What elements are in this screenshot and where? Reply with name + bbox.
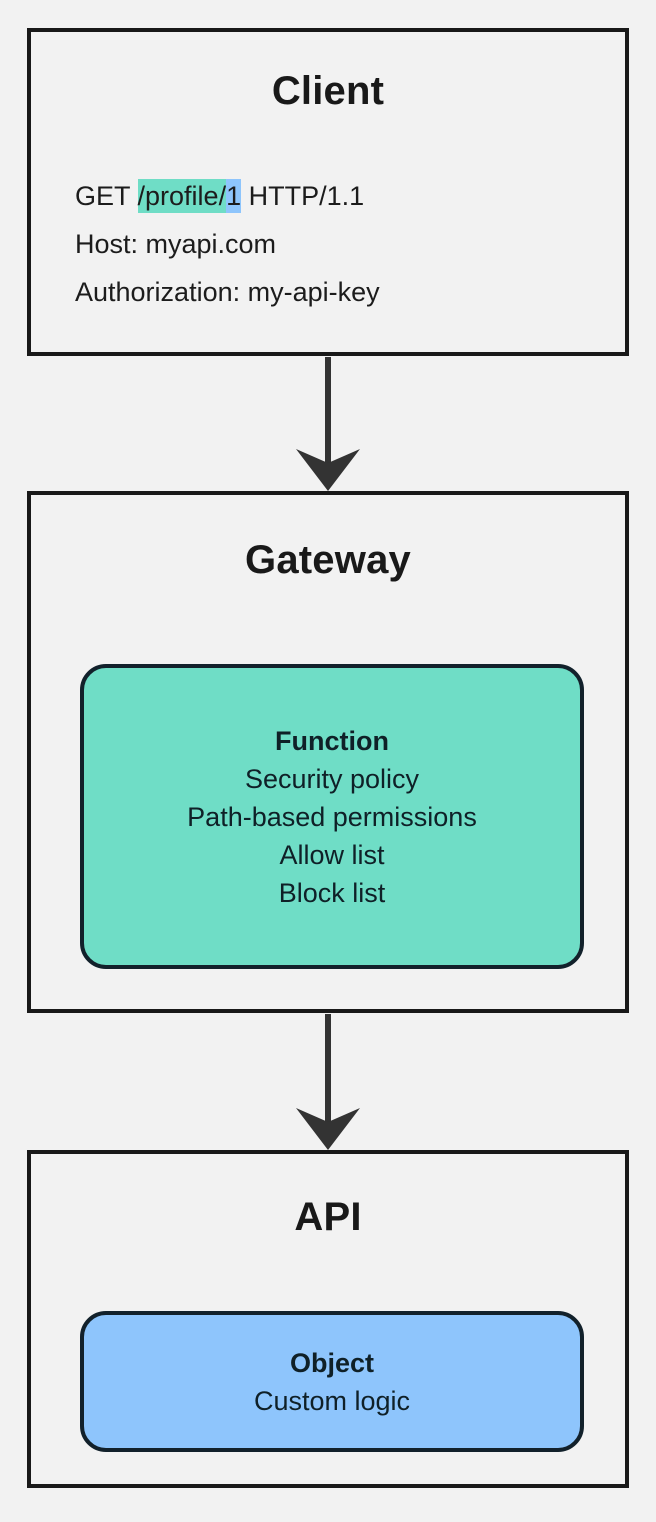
http-protocol: HTTP/1.1	[241, 181, 365, 211]
function-line-allow-list: Allow list	[279, 839, 385, 870]
request-line-start: GET /profile/1 HTTP/1.1	[75, 172, 380, 220]
request-path-id-highlight: 1	[226, 179, 242, 213]
api-node[interactable]: API Object Custom logic	[27, 1150, 629, 1488]
request-host-line: Host: myapi.com	[75, 229, 277, 259]
client-request-text: GET /profile/1 HTTP/1.1 Host: myapi.com …	[75, 172, 380, 316]
function-line-path-based-permissions: Path-based permissions	[187, 801, 477, 832]
function-title: Function	[275, 725, 389, 756]
object-node[interactable]: Object Custom logic	[80, 1311, 584, 1452]
api-title: API	[294, 1195, 362, 1239]
gateway-title: Gateway	[245, 538, 411, 582]
object-line-custom-logic: Custom logic	[253, 1385, 411, 1416]
gateway-node[interactable]: Gateway Function Security policy Path-ba…	[27, 491, 629, 1013]
request-authorization-line: Authorization: my-api-key	[75, 277, 380, 307]
function-line-security-policy: Security policy	[244, 763, 420, 794]
function-node[interactable]: Function Security policy Path-based perm…	[80, 664, 584, 969]
function-line-block-list: Block list	[278, 877, 386, 908]
http-method: GET	[75, 181, 138, 211]
client-node[interactable]: Client GET /profile/1 HTTP/1.1 Host: mya…	[27, 28, 629, 356]
object-title: Object	[289, 1347, 375, 1378]
client-title: Client	[271, 69, 385, 113]
request-path-prefix-highlight: /profile/	[137, 179, 227, 213]
